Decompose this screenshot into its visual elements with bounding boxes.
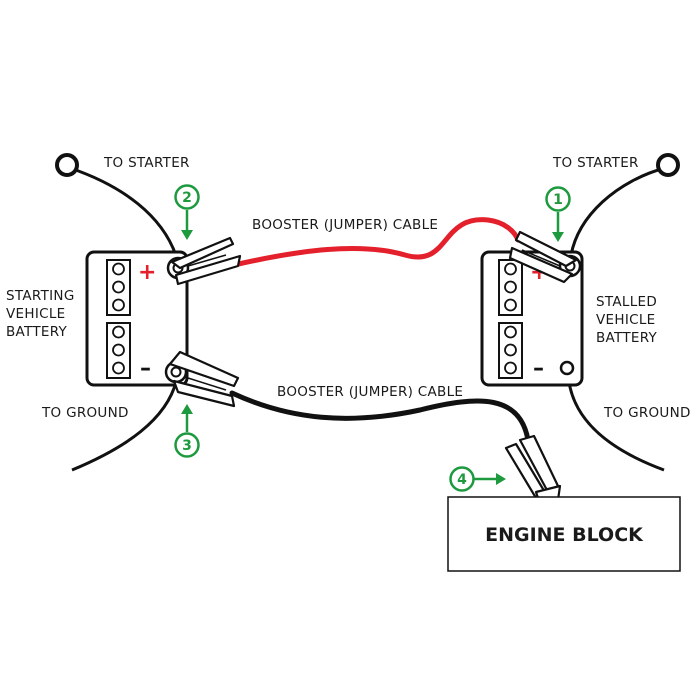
left-starter-wire (55, 153, 180, 263)
negative-sign-right: – (533, 356, 544, 381)
negative-sign-left: – (140, 356, 151, 381)
svg-text:4: 4 (457, 472, 467, 488)
clamp-stalled-positive (508, 230, 582, 284)
stalled-vehicle-battery: + – (480, 250, 584, 387)
right-starter-wire (568, 153, 680, 263)
svg-text:2: 2 (182, 190, 192, 206)
step-marker-1: 1 (545, 186, 571, 242)
clamp-starting-positive (166, 236, 242, 286)
stalled-vehicle-battery-label: STALLED VEHICLE BATTERY (596, 294, 658, 346)
svg-text:BATTERY: BATTERY (6, 324, 68, 340)
starting-vehicle-battery: + – (85, 250, 189, 387)
svg-text:1: 1 (553, 192, 563, 208)
negative-booster-cable (229, 390, 531, 443)
svg-text:STALLED: STALLED (596, 294, 657, 310)
step-marker-3: 3 (174, 404, 200, 458)
clamp-starting-negative (164, 350, 240, 408)
svg-text:VEHICLE: VEHICLE (596, 312, 655, 328)
to-starter-right-label: TO STARTER (552, 155, 639, 171)
positive-booster-cable (231, 217, 521, 268)
booster-cable-top-label: BOOSTER (JUMPER) CABLE (252, 217, 438, 233)
engine-block-label: ENGINE BLOCK (485, 524, 644, 546)
svg-text:STARTING: STARTING (6, 288, 75, 304)
to-starter-left-label: TO STARTER (103, 155, 190, 171)
booster-cable-bottom-label: BOOSTER (JUMPER) CABLE (277, 384, 463, 400)
starting-vehicle-battery-label: STARTING VEHICLE BATTERY (6, 288, 75, 340)
stalled-negative-terminal (559, 360, 575, 376)
step-marker-4: 4 (449, 466, 506, 492)
svg-text:3: 3 (182, 438, 192, 454)
to-ground-left-label: TO GROUND (41, 405, 129, 421)
svg-text:BATTERY: BATTERY (596, 330, 658, 346)
positive-sign-left: + (138, 260, 156, 285)
right-ground-wire (566, 371, 665, 472)
to-ground-right-label: TO GROUND (603, 405, 691, 421)
engine-block: ENGINE BLOCK (447, 496, 681, 572)
step-marker-2: 2 (174, 184, 200, 240)
left-ground-wire (71, 371, 180, 472)
svg-text:VEHICLE: VEHICLE (6, 306, 65, 322)
